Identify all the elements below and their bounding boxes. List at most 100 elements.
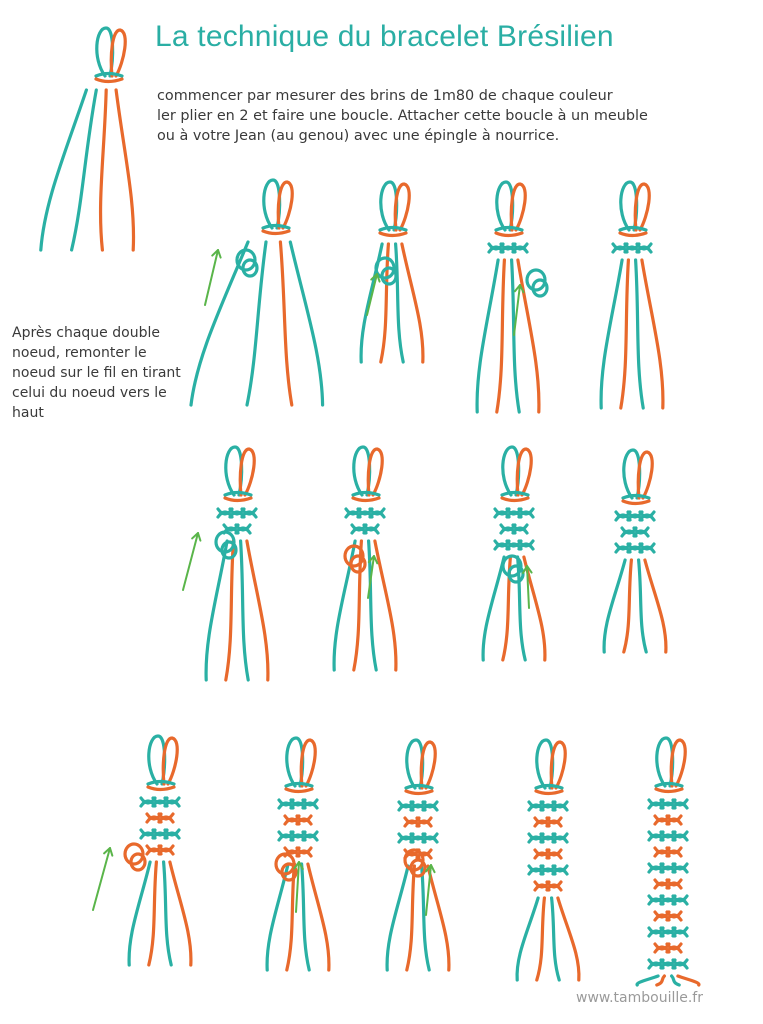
loop-strand [669,738,687,788]
side-note-line: noeud sur le fil en tirant [12,365,181,381]
bracelet-step [475,180,549,414]
knot [511,242,529,251]
hanging-strand [400,242,425,364]
knot [671,865,689,874]
gather-knot [378,231,408,238]
arrow [367,555,379,599]
working-loop [343,544,365,568]
bracelet-step [265,736,331,972]
hanging-strand [306,862,331,972]
arrow-head [522,565,533,574]
hanging-strand [224,539,235,682]
hanging-strand [495,258,506,414]
arrow [92,847,114,911]
hanging-strand [556,896,581,982]
knot [671,830,689,839]
working-loop [274,852,296,876]
hanging-strand [373,539,398,672]
gather-knot [404,783,434,790]
arrow-head [191,532,202,542]
knot [671,961,689,970]
knot [671,926,689,935]
hanging-strand [599,258,624,410]
knot [671,798,689,807]
knot [301,833,319,842]
hanging-strand [516,555,527,662]
knot [157,812,175,821]
hanging-strand [475,258,500,414]
knot [665,817,683,826]
arrow [513,284,525,336]
arrow-shaft [366,273,378,316]
knot [421,800,439,809]
loop-strand [419,740,437,790]
hanging-strand [288,240,325,407]
arrow-shaft [92,847,111,911]
knot [671,894,689,903]
loop-strand [276,180,294,230]
knot [551,832,569,841]
gather-knot [284,787,314,794]
knot [671,833,689,842]
intro-text: commencer par mesurer des brins de 1m80 … [157,86,648,146]
knot [517,510,535,519]
knot [517,539,535,548]
knot [295,846,313,855]
gather-knot [534,789,564,796]
knot [511,245,529,254]
knot [632,529,650,538]
working-loop [280,862,298,882]
hanging-strand [39,88,88,252]
hanging-strand [676,974,701,987]
arrow-shaft [513,284,521,336]
hanging-strand [147,860,158,967]
hanging-strand [420,864,431,972]
arrow-shaft [367,555,375,599]
knot [234,523,252,532]
gather-knot [654,781,684,788]
arrow-shaft [295,861,300,913]
hanging-strand [640,258,665,410]
bracelet-step [599,180,665,410]
hanging-strand [245,240,268,407]
intro-line: ler plier en 2 et faire une boucle. Atta… [157,108,648,124]
intro-line: ou à votre Jean (au genou) avec une épin… [157,128,560,144]
knot [632,526,650,535]
hanging-strand [385,864,410,972]
knot [301,830,319,839]
side-note-line: Après chaque double [12,325,160,341]
knot [665,913,683,922]
knot [551,835,569,844]
working-loop [525,268,547,292]
knot [665,846,683,855]
hanging-strand [550,896,561,982]
gather-knot [404,789,434,796]
website-credit: www.tambouille.fr [576,990,703,1006]
arrow [522,565,533,609]
knot [551,800,569,809]
hanging-strand [405,864,416,972]
knot [665,945,683,954]
loop-strand [509,182,527,232]
arrow-head [370,273,381,283]
knot [163,796,181,805]
knot [511,523,529,532]
gather-knot [500,490,530,497]
hanging-strand [510,258,521,414]
knot [517,507,535,516]
knot [415,851,433,860]
working-loop [241,258,259,278]
loop-strand [109,28,127,78]
knot [295,817,313,826]
hanging-strand [655,974,666,987]
hanging-strand [300,862,311,972]
side-note-line: haut [12,405,44,421]
knot [665,942,683,951]
gather-knot [261,229,291,236]
knot [638,545,656,554]
knot [368,510,386,519]
knot [635,245,653,254]
gather-knot [621,499,651,506]
arrow-head [211,249,222,259]
knot [421,832,439,841]
